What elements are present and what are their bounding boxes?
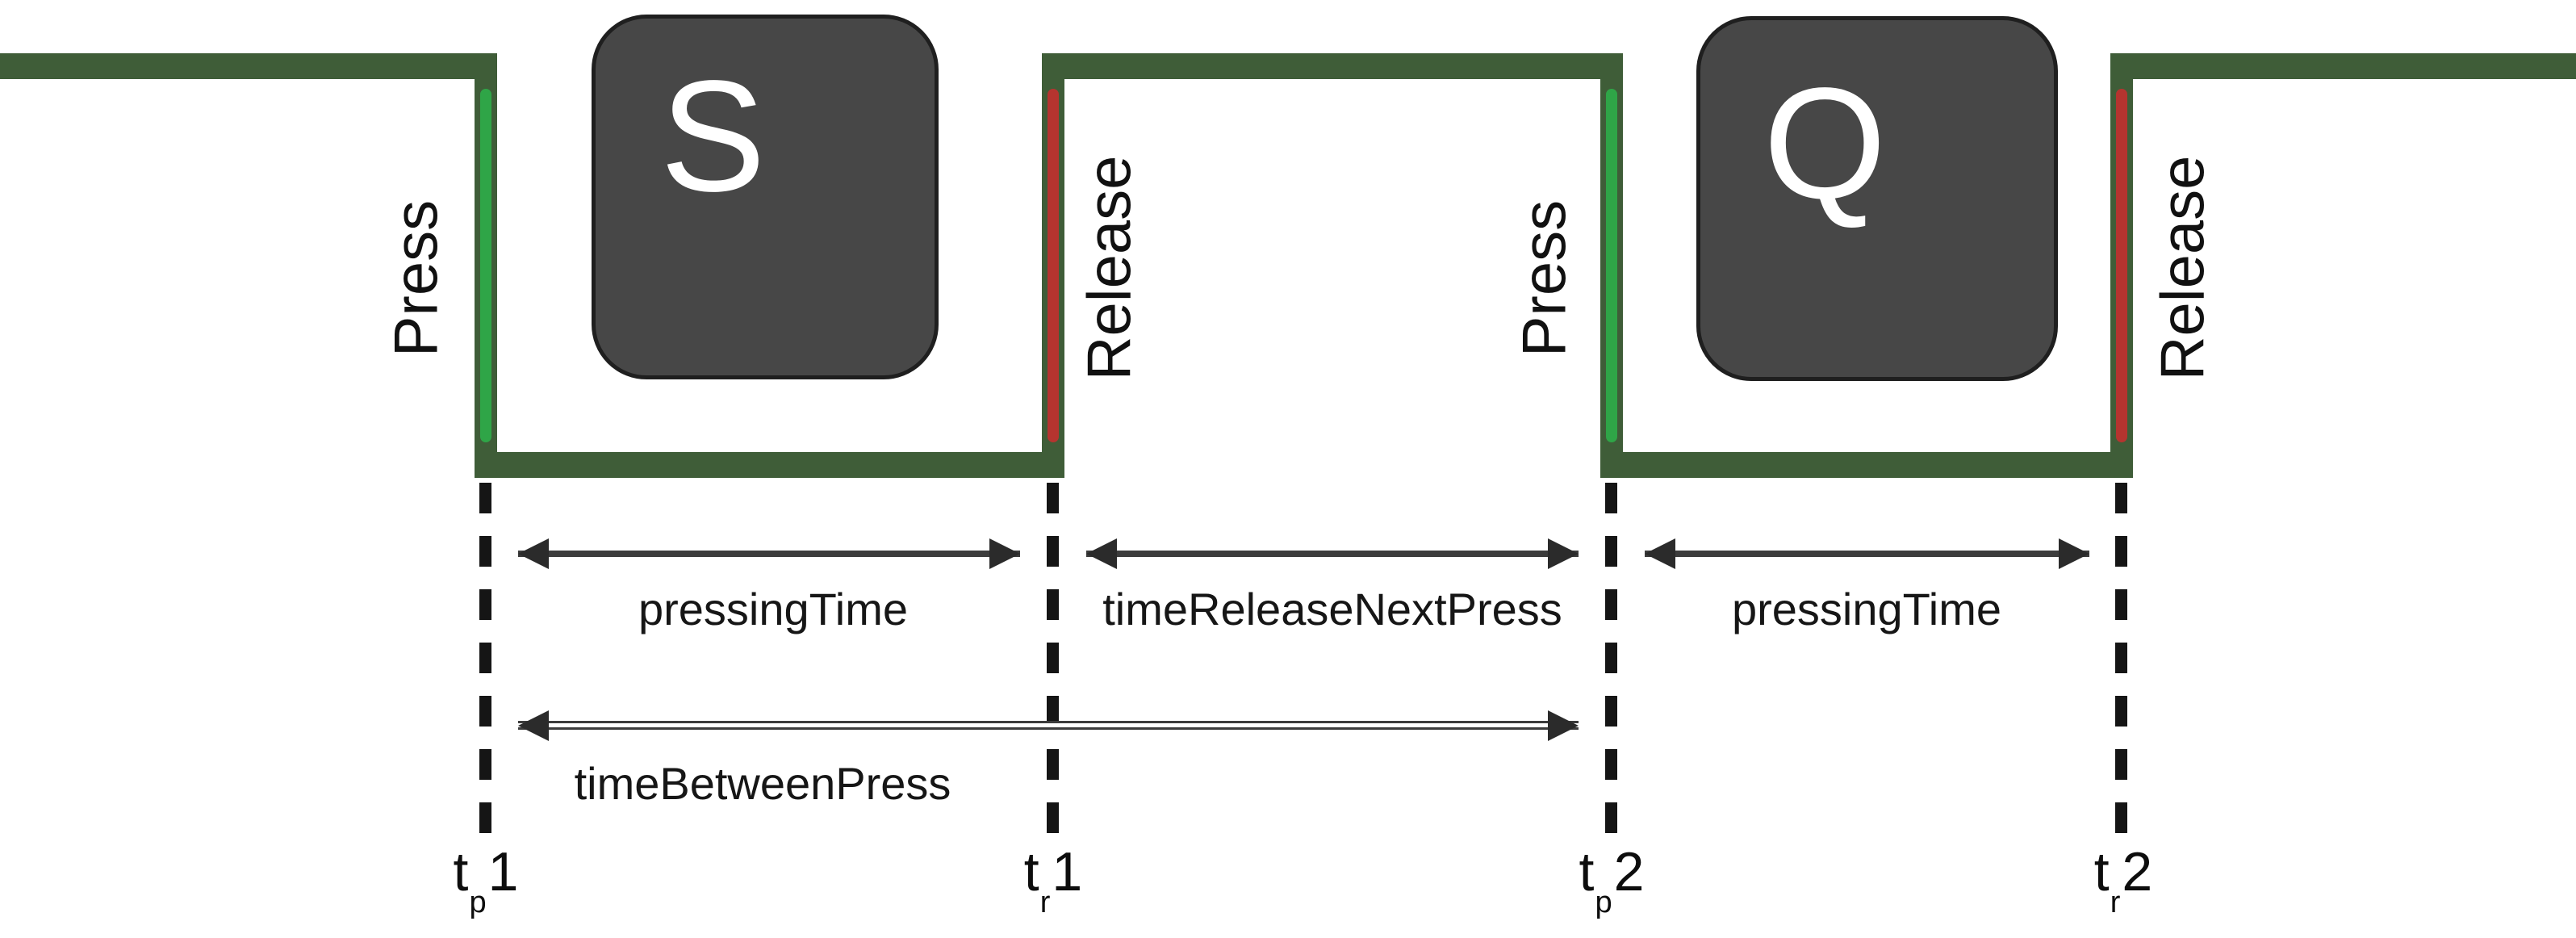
marker-base: t	[453, 841, 469, 902]
time-guide-tp1	[479, 483, 491, 833]
time-guide-tr1	[1047, 483, 1059, 833]
signal-high-segment-2	[1042, 53, 1623, 79]
marker-subscript: r	[2110, 885, 2121, 919]
time-guide-tr2	[2115, 483, 2127, 833]
time-marker-tr1: tr1	[1023, 841, 1083, 918]
arrow-head-left-icon	[1645, 538, 1675, 569]
time-release-next-press-arrow	[1086, 538, 1579, 569]
time-marker-tr2: tr2	[2093, 841, 2153, 918]
arrow-head-right-icon	[1548, 538, 1579, 569]
release-label-2: Release	[2148, 155, 2218, 381]
release-label-1: Release	[1075, 155, 1144, 381]
release-stripe-2	[2116, 89, 2127, 442]
press-edge-1	[475, 53, 497, 478]
marker-index: 1	[1052, 841, 1083, 902]
marker-base: t	[1579, 841, 1595, 902]
pressing-time-arrow-1	[518, 538, 1020, 569]
signal-low-segment-1	[475, 452, 1064, 478]
arrow-head-right-icon	[2059, 538, 2089, 569]
pressing-time-arrow-2	[1645, 538, 2089, 569]
marker-subscript: r	[1039, 885, 1051, 919]
keycap-q: Q	[1696, 16, 2058, 381]
release-stripe-1	[1048, 89, 1059, 442]
keycap-s: S	[592, 15, 939, 379]
time-release-next-press-label: timeReleaseNextPress	[1102, 584, 1562, 634]
press-edge-2	[1600, 53, 1623, 478]
marker-base: t	[2093, 841, 2110, 902]
arrow-head-left-icon	[1086, 538, 1117, 569]
marker-index: 2	[2122, 841, 2153, 902]
pressing-time-label-2: pressingTime	[1731, 584, 2002, 634]
time-between-press-label: timeBetweenPress	[574, 758, 951, 809]
arrow-head-right-icon	[1548, 710, 1579, 741]
signal-high-segment-1	[0, 53, 497, 79]
keycap-q-letter: Q	[1763, 55, 1887, 232]
pressing-time-label-1: pressingTime	[638, 584, 909, 634]
marker-base: t	[1023, 841, 1039, 902]
time-between-press-arrow	[518, 710, 1579, 741]
keycap-s-letter: S	[660, 48, 766, 224]
marker-index: 1	[487, 841, 519, 902]
arrow-head-right-icon	[989, 538, 1020, 569]
press-label-2: Press	[1510, 199, 1579, 358]
marker-subscript: p	[1595, 885, 1612, 919]
signal-high-segment-3	[2110, 53, 2576, 79]
time-marker-tp1: tp1	[453, 841, 519, 918]
time-guide-tp2	[1605, 483, 1617, 833]
marker-index: 2	[1613, 841, 1645, 902]
marker-subscript: p	[469, 885, 487, 919]
time-marker-tp2: tp2	[1579, 841, 1645, 918]
press-stripe-2	[1606, 89, 1617, 442]
release-edge-2	[2110, 53, 2133, 478]
arrow-head-left-icon	[518, 710, 549, 741]
press-label-1: Press	[382, 199, 451, 358]
press-stripe-1	[480, 89, 491, 442]
release-edge-1	[1042, 53, 1064, 478]
arrow-head-left-icon	[518, 538, 549, 569]
signal-low-segment-2	[1600, 452, 2133, 478]
